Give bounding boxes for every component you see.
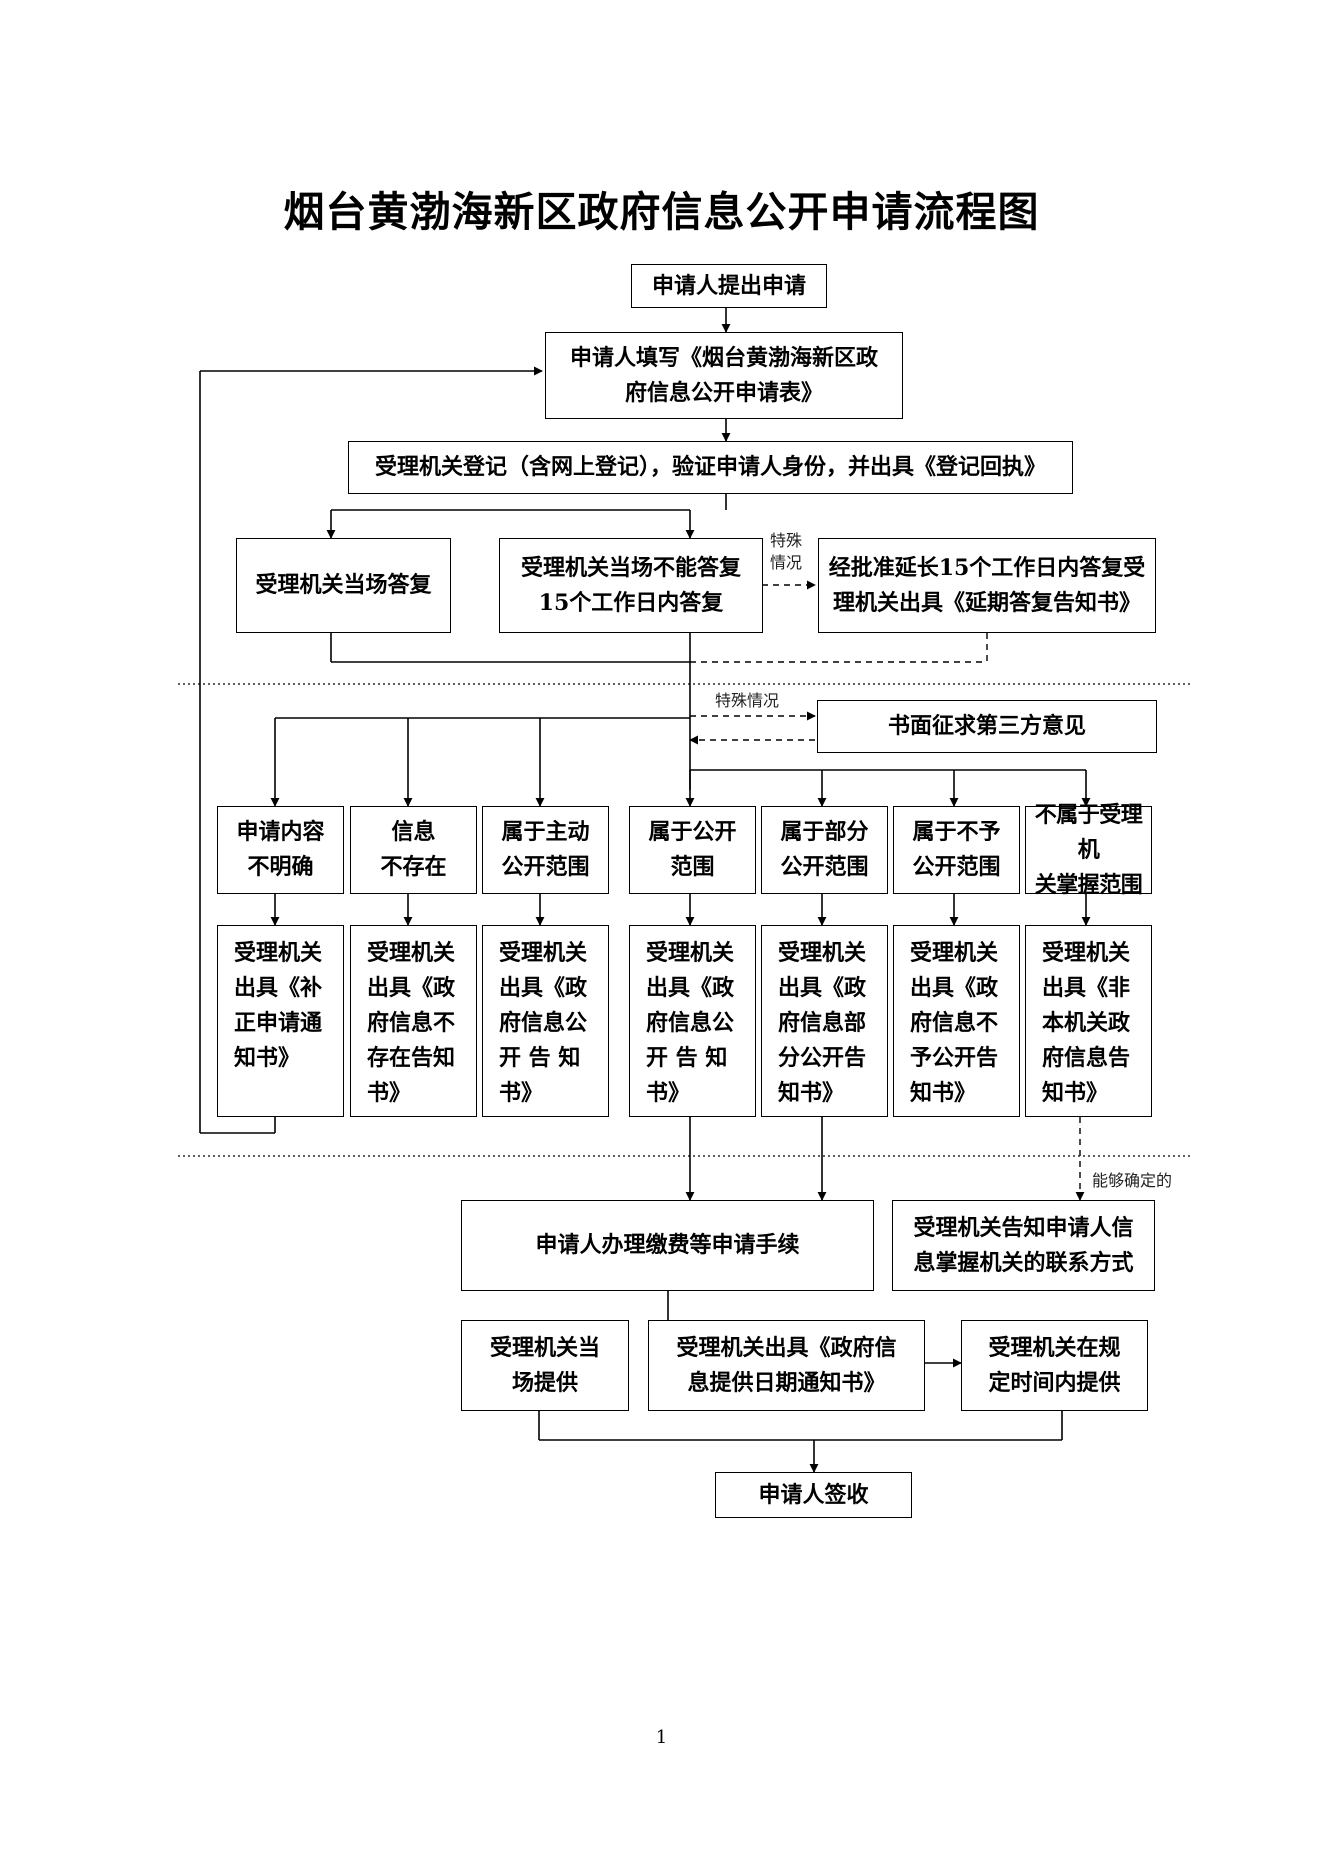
node-submit-application: 申请人提出申请 [631, 264, 827, 308]
node-category-public: 属于公开 范围 [629, 806, 756, 894]
node-contact-info: 受理机关告知申请人信 息掌握机关的联系方式 [892, 1200, 1155, 1291]
node-notice-public: 受理机关 出具《政 府信息公 开 告 知 书》 [629, 925, 756, 1117]
node-category-partial: 属于部分 公开范围 [761, 806, 888, 894]
node-applicant-sign: 申请人签收 [715, 1472, 912, 1518]
node-notice-proactive: 受理机关 出具《政 府信息公 开 告 知 书》 [482, 925, 609, 1117]
node-notice-not-public: 受理机关 出具《政 府信息不 予公开告 知书》 [893, 925, 1020, 1117]
node-category-proactive: 属于主动 公开范围 [482, 806, 609, 894]
edge-label-special-case: 特殊 情况 [770, 531, 803, 572]
node-register: 受理机关登记（含网上登记），验证申请人身份，并出具《登记回执》 [348, 441, 1073, 494]
node-fill-form: 申请人填写《烟台黄渤海新区政 府信息公开申请表》 [545, 332, 903, 419]
node-notice-partial: 受理机关 出具《政 府信息部 分公开告 知书》 [761, 925, 888, 1117]
node-category-not-public: 属于不予 公开范围 [893, 806, 1020, 894]
node-provide-date-notice: 受理机关出具《政府信 息提供日期通知书》 [648, 1320, 925, 1411]
node-reply-on-spot: 受理机关当场答复 [236, 538, 451, 633]
node-provide-on-spot: 受理机关当 场提供 [461, 1320, 629, 1411]
node-reply-within-15-days: 受理机关当场不能答复 15个工作日内答复 [499, 538, 763, 633]
node-notice-correction: 受理机关 出具《补 正申请通 知书》 [217, 925, 344, 1117]
node-provide-in-time: 受理机关在规 定时间内提供 [961, 1320, 1148, 1411]
page-title: 烟台黄渤海新区政府信息公开申请流程图 [283, 188, 1040, 236]
node-fees-procedures: 申请人办理缴费等申请手续 [461, 1200, 874, 1291]
node-category-not-exist: 信息 不存在 [350, 806, 477, 894]
node-category-not-held: 不属于受理机 关掌握范围 [1025, 802, 1152, 898]
node-category-unclear: 申请内容 不明确 [217, 806, 344, 894]
node-notice-not-held: 受理机关 出具《非 本机关政 府信息告 知书》 [1025, 925, 1152, 1117]
node-third-party-opinion: 书面征求第三方意见 [817, 700, 1157, 753]
node-notice-not-exist: 受理机关 出具《政 府信息不 存在告知 书》 [350, 925, 477, 1117]
node-extended-reply: 经批准延长15个工作日内答复受 理机关出具《延期答复告知书》 [818, 538, 1156, 633]
edge-label-special-case-third-party: 特殊情况 [715, 691, 780, 710]
edge-label-can-determine: 能够确定的 [1092, 1171, 1173, 1190]
page-number: 1 [655, 1727, 668, 1748]
